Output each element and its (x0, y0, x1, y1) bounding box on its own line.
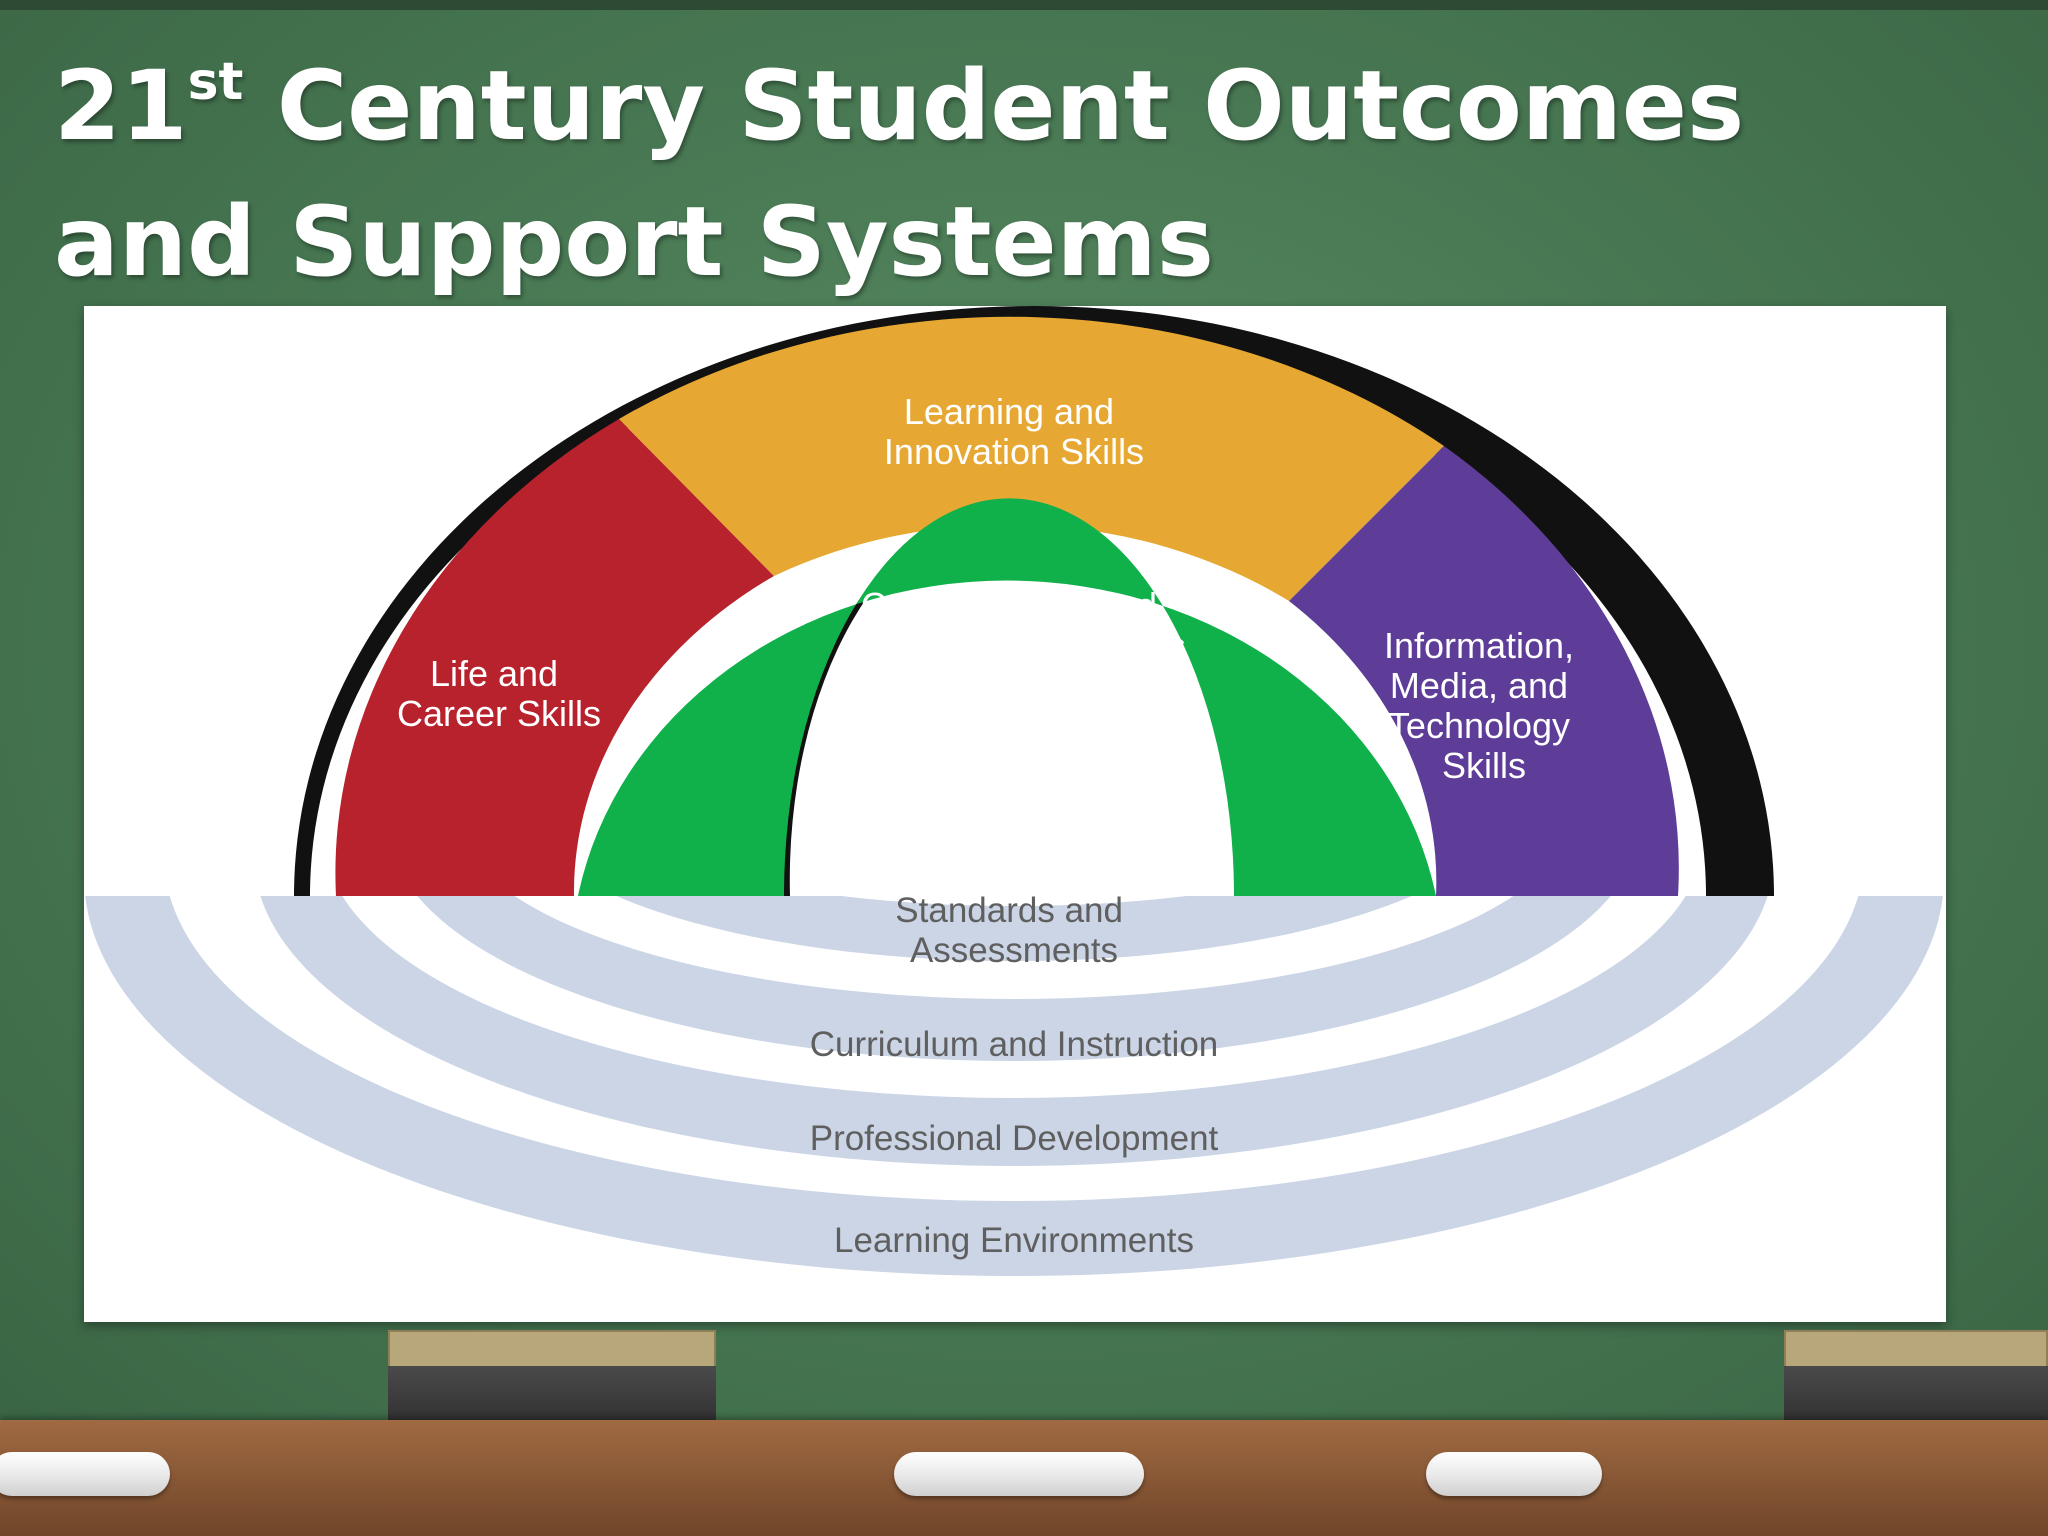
inner-arc (578, 498, 1436, 896)
label-curriculum-instruction: Curriculum and Instruction (810, 1025, 1219, 1064)
chalk-piece-left (0, 1452, 170, 1496)
segment-learning-innovation (619, 316, 1444, 601)
label-core-subjects: Core Subjects and 21st Century Themes (842, 585, 1186, 666)
label-standards-assessments-line-2: Assessments (910, 931, 1118, 970)
label-information-media-tech: Information, Media, and Technology Skill… (1384, 625, 1584, 786)
title-number: 21 (54, 50, 188, 162)
label-life-career-line-1: Life and (430, 653, 558, 694)
label-information-media-tech-line-3: Technology (1388, 705, 1570, 746)
label-life-career-line-2: Career Skills (397, 693, 601, 734)
slide-title: 21st Century Student Outcomes and Suppor… (54, 38, 1954, 310)
label-standards-assessments: Standards and Assessments (895, 891, 1132, 970)
label-learning-environments: Learning Environments (834, 1221, 1194, 1260)
label-information-media-tech-line-1: Information, (1384, 625, 1574, 666)
label-information-media-tech-line-2: Media, and (1390, 665, 1568, 706)
chalkboard-frame (0, 0, 2048, 10)
label-information-media-tech-line-4: Skills (1442, 745, 1526, 786)
label-learning-innovation-line-1: Learning and (904, 391, 1114, 432)
segment-life-career (335, 419, 774, 896)
outer-arc (294, 306, 1774, 896)
chalk-piece-middle (894, 1452, 1144, 1496)
segment-information-media-tech (1289, 446, 1679, 896)
chalk-piece-right (1426, 1452, 1602, 1496)
title-superscript: st (187, 52, 244, 112)
label-learning-innovation-line-2: Innovation Skills (884, 431, 1144, 472)
diagram-panel: Life and Career Skills Learning and Inno… (84, 306, 1946, 1322)
eraser-left-felt (388, 1330, 716, 1370)
eraser-right-felt (1784, 1330, 2048, 1370)
label-professional-development: Professional Development (810, 1119, 1219, 1158)
label-core-subjects-line-2: 21st Century Themes (842, 625, 1186, 666)
label-learning-innovation: Learning and Innovation Skills (884, 391, 1144, 472)
label-life-career: Life and Career Skills (397, 653, 601, 734)
label-standards-assessments-line-1: Standards and (895, 891, 1123, 930)
label-core-subjects-line-1: Core Subjects and (861, 585, 1157, 626)
segment-core-subjects (578, 498, 1436, 896)
title-text: Century Student Outcomes and Support Sys… (54, 50, 1745, 298)
rainbow-diagram: Life and Career Skills Learning and Inno… (84, 306, 1946, 1276)
